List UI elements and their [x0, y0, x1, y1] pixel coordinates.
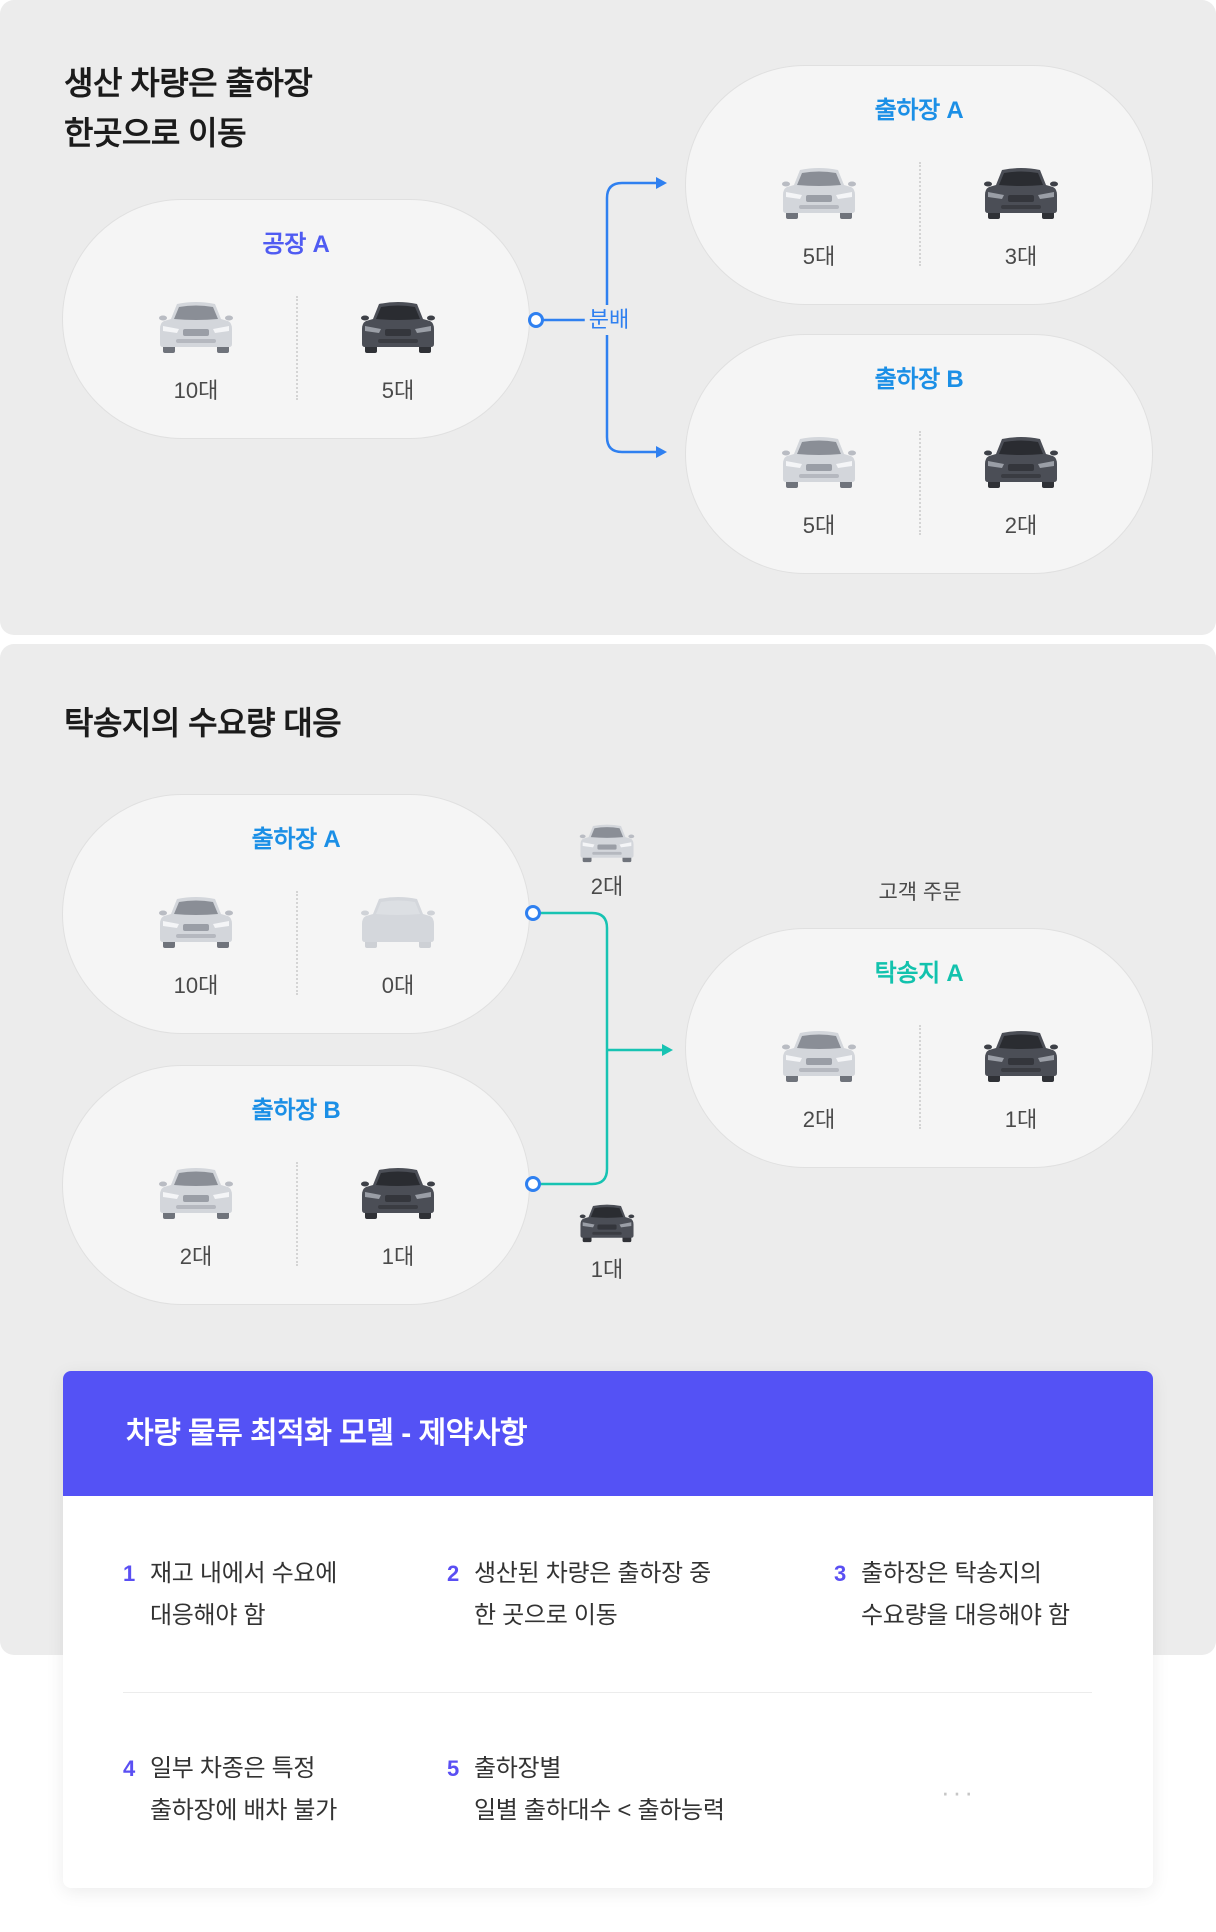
constraint-text: 출하장은 탁송지의	[861, 1560, 1042, 1587]
constraint-number: 4	[123, 1756, 136, 1781]
car-light-icon	[781, 434, 857, 490]
factory-a-label: 공장 A	[262, 231, 330, 258]
constraint-text: 수요량을 대응해야 함	[861, 1602, 1070, 1629]
constraint-number: 3	[834, 1561, 847, 1586]
light-car-count: 5대	[802, 244, 836, 269]
constraint-text: 한 곳으로 이동	[474, 1602, 618, 1629]
car-empty-icon	[360, 894, 436, 950]
dark-car-count: 3대	[1004, 244, 1038, 269]
dark-car-count: 1대	[381, 1244, 415, 1269]
factory-a-pill: 공장 A 10대 5대	[62, 199, 530, 439]
constraints-divider	[123, 1692, 1092, 1693]
pill-divider	[919, 431, 921, 535]
demand-title: 탁송지의 수요량 대응	[64, 705, 342, 741]
destination-a-label: 탁송지 A	[874, 960, 964, 987]
car-light-icon	[158, 894, 234, 950]
constraints-card: 차량 물류 최적화 모델 - 제약사항 1 재고 내에서 수요에 대응해야 함 …	[63, 1371, 1153, 1888]
car-light-icon	[158, 1165, 234, 1221]
light-car-count: 10대	[173, 378, 219, 403]
constraint-item: 5 출하장별 일별 출하대수 < 출하능력	[447, 1748, 725, 1832]
distribution-title: 생산 차량은 출하장 한곳으로 이동	[64, 58, 313, 158]
car-light-icon	[781, 1028, 857, 1084]
car-dark-icon	[983, 434, 1059, 490]
car-dark-icon	[983, 1028, 1059, 1084]
shipment-count: 2대	[590, 874, 624, 899]
light-car-count: 2대	[802, 1107, 836, 1132]
dark-car-count: 1대	[1004, 1107, 1038, 1132]
constraint-number: 2	[447, 1561, 460, 1586]
car-light-icon	[579, 822, 635, 864]
depot-a-label: 출하장 A	[874, 97, 964, 124]
light-car-count: 5대	[802, 513, 836, 538]
customer-order-label: 고객 주문	[878, 881, 962, 904]
constraint-text: 출하장에 배차 불가	[150, 1797, 337, 1824]
shipment-count: 1대	[590, 1257, 624, 1282]
constraint-text: 일부 차종은 특정	[150, 1755, 316, 1782]
pill-divider	[296, 296, 298, 400]
light-car-count: 10대	[173, 973, 219, 998]
depot-a-label: 출하장 A	[251, 826, 341, 853]
car-dark-icon	[983, 165, 1059, 221]
car-light-icon	[158, 299, 234, 355]
distribute-label: 분배	[584, 305, 634, 335]
pill-divider	[296, 891, 298, 995]
constraint-text: 재고 내에서 수요에	[150, 1560, 337, 1587]
light-car-count: 2대	[179, 1244, 213, 1269]
constraint-item: 4 일부 차종은 특정 출하장에 배차 불가	[123, 1748, 337, 1832]
pill-divider	[919, 1025, 921, 1129]
constraint-text: 생산된 차량은 출하장 중	[474, 1560, 711, 1587]
constraints-title: 차량 물류 최적화 모델 - 제약사항	[126, 1417, 527, 1450]
car-dark-icon	[360, 1165, 436, 1221]
depot-b-pill: 출하장 B 5대 2대	[685, 334, 1153, 574]
constraint-text: 출하장별	[474, 1755, 562, 1782]
constraint-item: 1 재고 내에서 수요에 대응해야 함	[123, 1553, 337, 1637]
car-dark-icon	[360, 299, 436, 355]
car-dark-icon	[579, 1202, 635, 1244]
constraints-header: 차량 물류 최적화 모델 - 제약사항	[63, 1371, 1153, 1496]
destination-a-pill: 탁송지 A 2대 1대	[685, 928, 1153, 1168]
constraint-item: 3 출하장은 탁송지의 수요량을 대응해야 함	[834, 1553, 1070, 1637]
more-ellipsis-icon: ···	[941, 1777, 976, 1807]
dark-car-count: 2대	[1004, 513, 1038, 538]
depot-a-pill: 출하장 A 5대 3대	[685, 65, 1153, 305]
dark-car-count: 5대	[381, 378, 415, 403]
pill-divider	[296, 1162, 298, 1266]
constraint-text: 대응해야 함	[150, 1602, 266, 1629]
dark-car-count: 0대	[381, 973, 415, 998]
constraint-item: 2 생산된 차량은 출하장 중 한 곳으로 이동	[447, 1553, 711, 1637]
constraint-text: 일별 출하대수 < 출하능력	[474, 1797, 725, 1824]
constraint-number: 5	[447, 1756, 460, 1781]
depot-a-pill: 출하장 A 10대 0대	[62, 794, 530, 1034]
distribution-title-line1: 생산 차량은 출하장	[64, 65, 313, 101]
depot-b-label: 출하장 B	[251, 1097, 341, 1124]
depot-b-label: 출하장 B	[874, 366, 964, 393]
depot-b-pill: 출하장 B 2대 1대	[62, 1065, 530, 1305]
constraint-number: 1	[123, 1561, 136, 1586]
distribution-title-line2: 한곳으로 이동	[64, 115, 247, 151]
pill-divider	[919, 162, 921, 266]
car-light-icon	[781, 165, 857, 221]
